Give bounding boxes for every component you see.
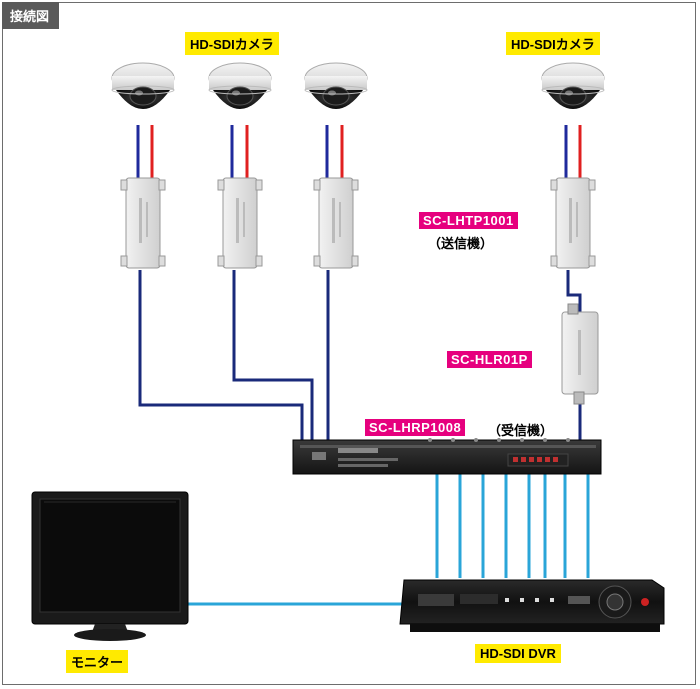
transmitter-note: （送信機） [428, 236, 494, 251]
monitor-label: モニター [66, 650, 129, 673]
repeater-device [561, 303, 599, 405]
transmitter-3 [313, 177, 359, 269]
monitor-device [31, 491, 189, 641]
transmitter-label: SC-LHTP1001 [419, 212, 518, 229]
transmitter-4 [550, 177, 596, 269]
receiver-note: （受信機） [488, 423, 554, 438]
video-cables [186, 474, 590, 606]
receiver-rack [292, 438, 602, 475]
dome-camera-1 [111, 62, 175, 110]
dvr-device [399, 579, 665, 632]
receiver-label: SC-LHRP1008 [365, 419, 466, 436]
camera-group-label: HD-SDIカメラ [185, 32, 279, 55]
diagram-title: 接続図 [2, 2, 60, 29]
transmitter-1 [120, 177, 166, 269]
dvr-label: HD-SDI DVR [475, 644, 561, 663]
dome-camera-3 [304, 62, 368, 110]
dome-camera-2 [208, 62, 272, 110]
camera-coax-cables [136, 125, 582, 178]
transmitter-2 [217, 177, 263, 269]
dome-camera-4 [541, 62, 605, 110]
repeater-label: SC-HLR01P [447, 351, 532, 368]
camera-single-label: HD-SDIカメラ [506, 32, 600, 55]
